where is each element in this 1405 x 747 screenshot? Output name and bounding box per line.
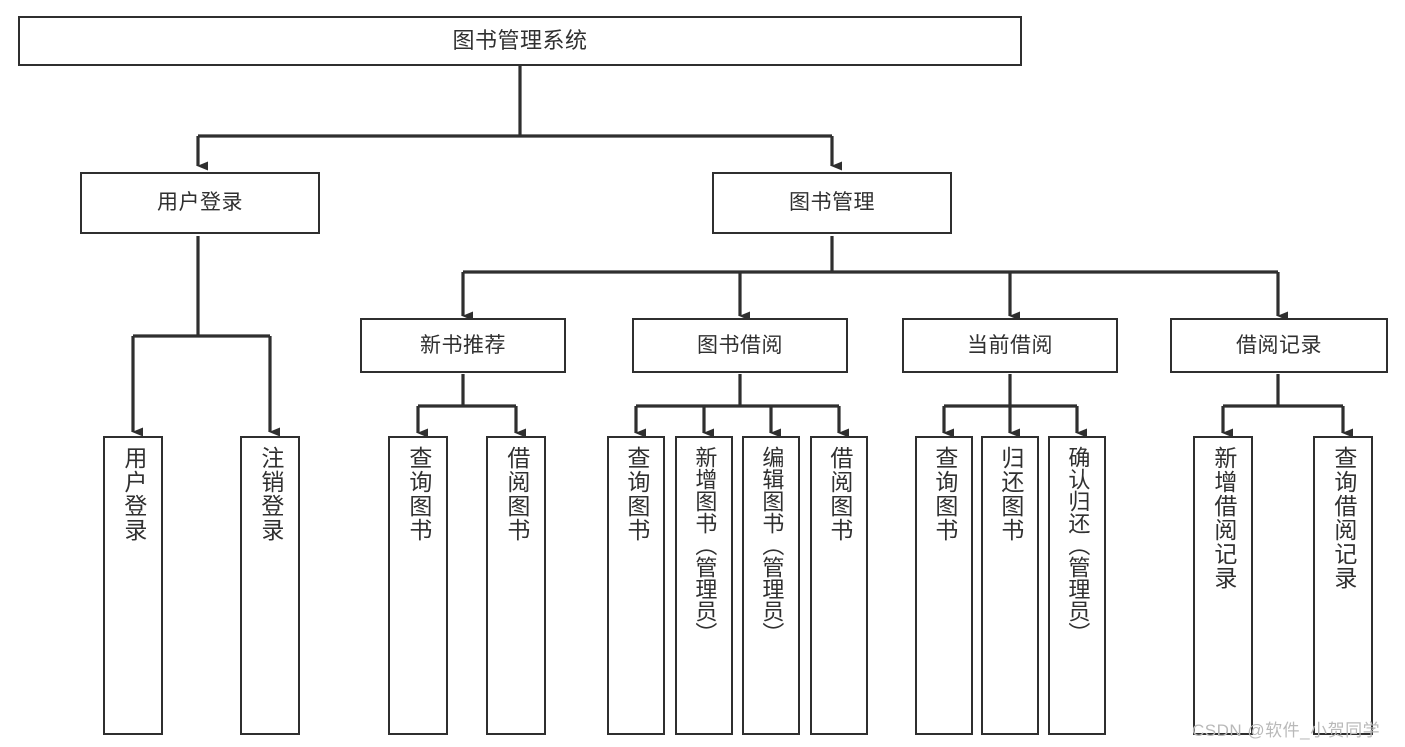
node-book-borrow[interactable]: 图书借阅 <box>632 318 848 373</box>
node-leaf-query-record[interactable]: 查询借阅记录 <box>1313 436 1373 735</box>
node-leaf-add-record[interactable]: 新增借阅记录 <box>1193 436 1253 735</box>
node-user-login[interactable]: 用户登录 <box>80 172 320 234</box>
node-leaf-add-book[interactable]: 新增图书（管理员） <box>675 436 733 735</box>
node-current-borrow-label: 当前借阅 <box>967 333 1053 357</box>
node-leaf-query-book-1-label: 查询图书 <box>405 446 432 542</box>
node-book-borrow-label: 图书借阅 <box>697 333 783 357</box>
node-root[interactable]: 图书管理系统 <box>18 16 1022 66</box>
node-leaf-query-book-2-label: 查询图书 <box>623 446 650 542</box>
node-leaf-edit-book-label: 编辑图书（管理员） <box>759 446 785 644</box>
node-leaf-add-book-label: 新增图书（管理员） <box>692 446 718 644</box>
node-current-borrow[interactable]: 当前借阅 <box>902 318 1118 373</box>
node-leaf-borrow-book-2[interactable]: 借阅图书 <box>810 436 868 735</box>
node-leaf-query-record-label: 查询借阅记录 <box>1330 446 1357 590</box>
node-root-label: 图书管理系统 <box>452 27 588 53</box>
node-new-book-recommend[interactable]: 新书推荐 <box>360 318 566 373</box>
node-leaf-borrow-book-1-label: 借阅图书 <box>503 446 530 542</box>
node-book-management[interactable]: 图书管理 <box>712 172 952 234</box>
node-leaf-edit-book[interactable]: 编辑图书（管理员） <box>742 436 800 735</box>
node-leaf-logout[interactable]: 注销登录 <box>240 436 300 735</box>
node-leaf-logout-label: 注销登录 <box>257 446 284 542</box>
node-new-book-recommend-label: 新书推荐 <box>420 333 506 357</box>
node-leaf-query-book-3[interactable]: 查询图书 <box>915 436 973 735</box>
node-leaf-user-login[interactable]: 用户登录 <box>103 436 163 735</box>
node-leaf-return-book[interactable]: 归还图书 <box>981 436 1039 735</box>
node-leaf-add-record-label: 新增借阅记录 <box>1210 446 1237 590</box>
node-leaf-borrow-book-2-label: 借阅图书 <box>826 446 853 542</box>
node-leaf-return-book-label: 归还图书 <box>997 446 1024 542</box>
node-leaf-query-book-3-label: 查询图书 <box>931 446 958 542</box>
node-leaf-query-book-2[interactable]: 查询图书 <box>607 436 665 735</box>
node-book-management-label: 图书管理 <box>789 191 875 215</box>
node-borrow-record-label: 借阅记录 <box>1236 333 1322 357</box>
node-user-login-label: 用户登录 <box>157 191 243 215</box>
node-leaf-query-book-1[interactable]: 查询图书 <box>388 436 448 735</box>
node-leaf-confirm-return[interactable]: 确认归还（管理员） <box>1048 436 1106 735</box>
csdn-watermark: CSDN @软件_小贺同学 <box>1192 721 1381 740</box>
node-borrow-record[interactable]: 借阅记录 <box>1170 318 1388 373</box>
node-leaf-user-login-label: 用户登录 <box>120 446 147 542</box>
node-leaf-borrow-book-1[interactable]: 借阅图书 <box>486 436 546 735</box>
node-leaf-confirm-return-label: 确认归还（管理员） <box>1065 446 1091 644</box>
